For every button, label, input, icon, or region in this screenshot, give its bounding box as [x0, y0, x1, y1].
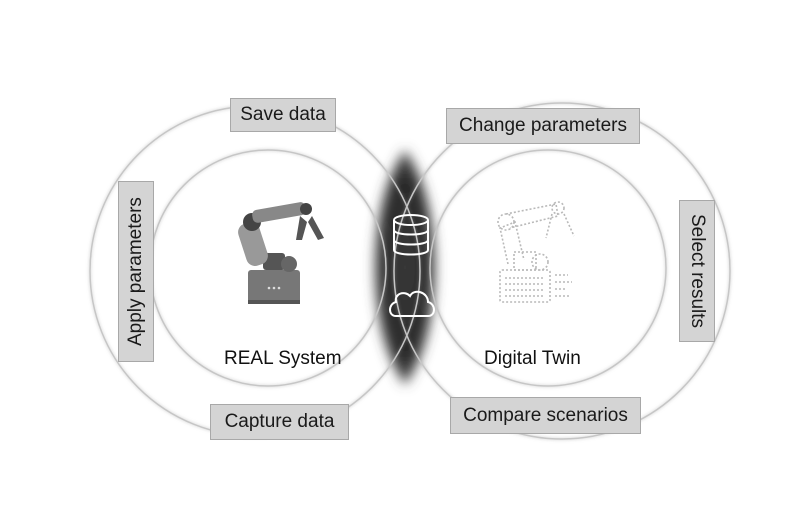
- save-data-label: Save data: [230, 98, 336, 132]
- digital-twin-caption: Digital Twin: [484, 348, 581, 369]
- real-system-caption: REAL System: [224, 348, 342, 369]
- compare-scenarios-label: Compare scenarios: [450, 397, 641, 434]
- robot-arm-icon: [238, 202, 324, 304]
- capture-data-label: Capture data: [210, 404, 349, 440]
- digital-twin-inner-circle: [429, 149, 667, 387]
- database-icon: [393, 214, 429, 256]
- intersection-lens: [375, 150, 435, 385]
- select-results-label: Select results: [679, 200, 715, 342]
- digital-robot-arm-icon: [497, 201, 575, 303]
- change-parameters-label: Change parameters: [446, 108, 640, 144]
- cloud-icon: [389, 290, 435, 317]
- digital-twin-outer-circle: [393, 102, 731, 440]
- apply-parameters-label: Apply parameters: [118, 181, 154, 362]
